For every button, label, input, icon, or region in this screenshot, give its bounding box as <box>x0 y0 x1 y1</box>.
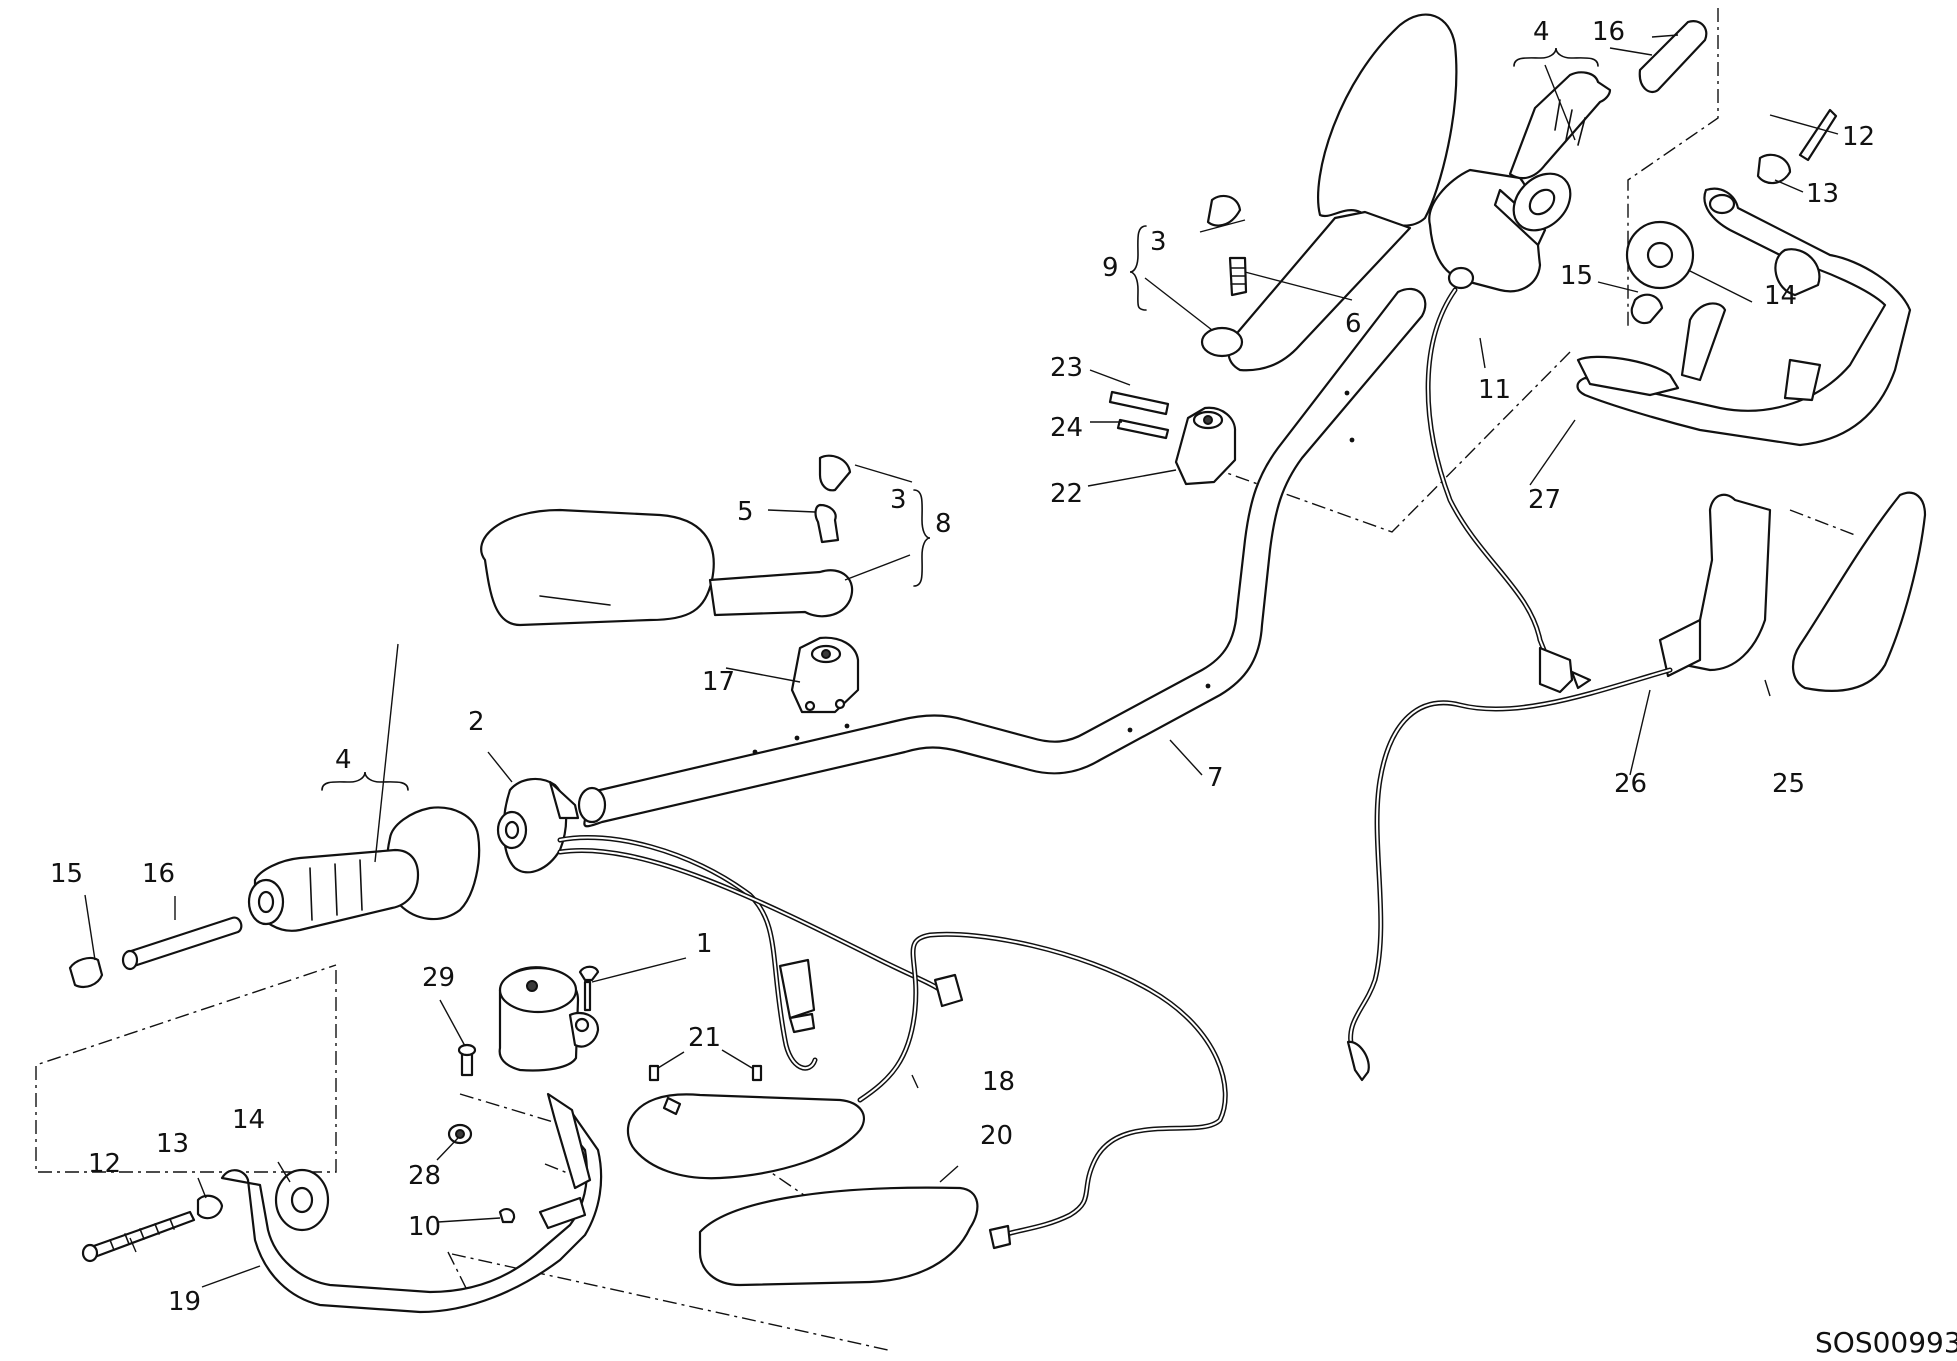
brake-reservoir <box>457 965 600 1077</box>
left-grip <box>68 806 481 989</box>
callout-20: 20 <box>980 1121 1013 1151</box>
callout-21: 21 <box>688 1023 721 1053</box>
callout-labels: 1 2 3 3 4 4 5 6 7 8 9 10 11 12 12 13 13 … <box>50 17 1875 1317</box>
leader-lines <box>84 34 1839 1288</box>
callout-6: 6 <box>1345 309 1362 339</box>
callout-19: 19 <box>168 1287 201 1317</box>
callout-13-right: 13 <box>1806 179 1839 209</box>
callout-24: 24 <box>1050 413 1083 443</box>
callout-23: 23 <box>1050 353 1083 383</box>
callout-26: 26 <box>1614 769 1647 799</box>
callout-16-left: 16 <box>142 859 175 889</box>
callout-27: 27 <box>1528 485 1561 515</box>
callout-16-right: 16 <box>1592 17 1625 47</box>
right-indicator <box>1346 491 1927 1082</box>
left-switch-housing <box>496 777 943 1071</box>
mirror-mount-left <box>790 636 860 714</box>
callout-17: 17 <box>702 667 735 697</box>
callout-11: 11 <box>1478 375 1511 405</box>
callout-25: 25 <box>1772 769 1805 799</box>
callout-5: 5 <box>737 497 754 527</box>
callout-28: 28 <box>408 1161 441 1191</box>
left-indicator <box>626 931 1228 1287</box>
callout-1: 1 <box>696 929 713 959</box>
brace-markers <box>321 47 1599 791</box>
callout-12-right: 12 <box>1842 122 1875 152</box>
callout-18: 18 <box>982 1067 1015 1097</box>
callout-9: 9 <box>1102 253 1119 283</box>
callout-4-right: 4 <box>1533 17 1550 47</box>
callout-13-left: 13 <box>156 1129 189 1159</box>
callout-3-right: 3 <box>1150 227 1167 257</box>
callout-7: 7 <box>1207 763 1224 793</box>
callout-22: 22 <box>1050 479 1083 509</box>
right-switch-housing <box>1425 168 1592 694</box>
callout-15-left: 15 <box>50 859 83 889</box>
callout-29: 29 <box>422 963 455 993</box>
callout-3-left: 3 <box>890 485 907 515</box>
reference-code: SOS00993 <box>1815 1326 1957 1359</box>
callout-12-left: 12 <box>88 1149 121 1179</box>
callout-14-right: 14 <box>1764 281 1797 311</box>
callout-15-right: 15 <box>1560 261 1593 291</box>
callout-8: 8 <box>935 509 952 539</box>
handlebar <box>577 287 1427 828</box>
callout-14-left: 14 <box>232 1105 265 1135</box>
left-mirror <box>480 454 854 627</box>
callout-2: 2 <box>468 707 485 737</box>
callout-10: 10 <box>408 1212 441 1242</box>
right-hand-guard <box>1576 108 1912 447</box>
mirror-mount-right <box>1108 390 1237 486</box>
left-hand-guard <box>81 1092 603 1314</box>
callout-4-left: 4 <box>335 745 352 775</box>
right-grip <box>1508 20 1708 232</box>
